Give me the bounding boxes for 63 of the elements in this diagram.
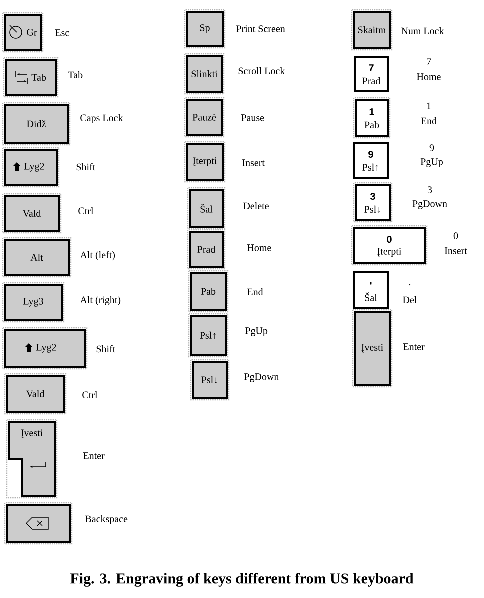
key: Slinkti — [184, 53, 225, 95]
key-description: 1 — [427, 102, 431, 110]
key: Psl↓ — [190, 359, 230, 401]
key-description: Enter — [403, 344, 425, 350]
key: 7 Prad — [354, 56, 389, 92]
key-description: PgUp — [245, 328, 268, 336]
key: 9 Psl↑ — [353, 142, 389, 179]
key: Didž — [2, 102, 71, 146]
key-description: Home — [417, 74, 441, 80]
key: Lyg2 — [2, 327, 88, 370]
key-description: 7 — [427, 58, 432, 66]
key: 3 Psl↓ — [353, 182, 393, 223]
key-description: Scroll Lock — [238, 67, 286, 75]
key: 0 Įterpti — [351, 225, 428, 266]
key-description: PgDown — [412, 200, 448, 210]
key-description: . — [409, 284, 411, 286]
key-description: Ctrl — [78, 207, 94, 215]
key: Sp — [184, 9, 226, 49]
key-description: 3 — [428, 186, 432, 194]
key-description: Pause — [241, 114, 264, 122]
key: Prad — [187, 229, 226, 270]
caption: Fig. 3. Engraving of keys different from US keyboard — [70, 573, 414, 587]
key-description: Insert — [242, 160, 265, 166]
key — [4, 502, 73, 545]
key: Skaitm — [351, 9, 393, 51]
key: Vald — [4, 373, 67, 415]
key-description: Shift — [96, 345, 116, 353]
key-description: Backspace — [85, 515, 128, 525]
key-description: Home — [247, 244, 272, 252]
key-description: PgUp — [420, 158, 443, 168]
key-description: 0 — [454, 232, 458, 240]
key-description: Num Lock — [401, 27, 444, 35]
key-description: Esc — [55, 30, 70, 36]
key: Vald — [2, 193, 62, 234]
key-description: Ctrl — [82, 391, 98, 399]
key-description: Alt (left) — [80, 251, 116, 261]
key: Gr — [2, 12, 44, 53]
key: Alt — [2, 237, 72, 278]
key: Šal — [187, 187, 226, 230]
key: Pab — [188, 270, 229, 313]
key-description: Tab — [68, 71, 83, 79]
key: Įvesti — [352, 309, 393, 388]
key: Lyg3 — [2, 282, 65, 323]
key-description: End — [247, 288, 264, 296]
key: Tab — [3, 57, 59, 98]
key-description: End — [421, 117, 437, 125]
key: Įvesti — [6, 419, 58, 499]
key-description: Del — [403, 296, 417, 304]
key: Pauzė — [184, 97, 225, 138]
key-description: Delete — [243, 202, 269, 210]
key-description: PgDown — [244, 374, 280, 382]
key-description: Insert — [444, 248, 468, 254]
key-description: Alt (right) — [80, 296, 121, 306]
key: Psl↑ — [188, 313, 229, 358]
key: 1 Pab — [353, 97, 391, 139]
key: , Šal — [353, 271, 389, 309]
key-description: Shift — [76, 163, 96, 171]
key-description: Enter — [83, 452, 105, 460]
key-description: 9 — [430, 144, 434, 152]
key: Įterpti — [184, 141, 226, 183]
key-description: Print Screen — [236, 26, 286, 32]
key-description: Caps Lock — [80, 114, 124, 124]
key: Lyg2 — [2, 147, 60, 188]
